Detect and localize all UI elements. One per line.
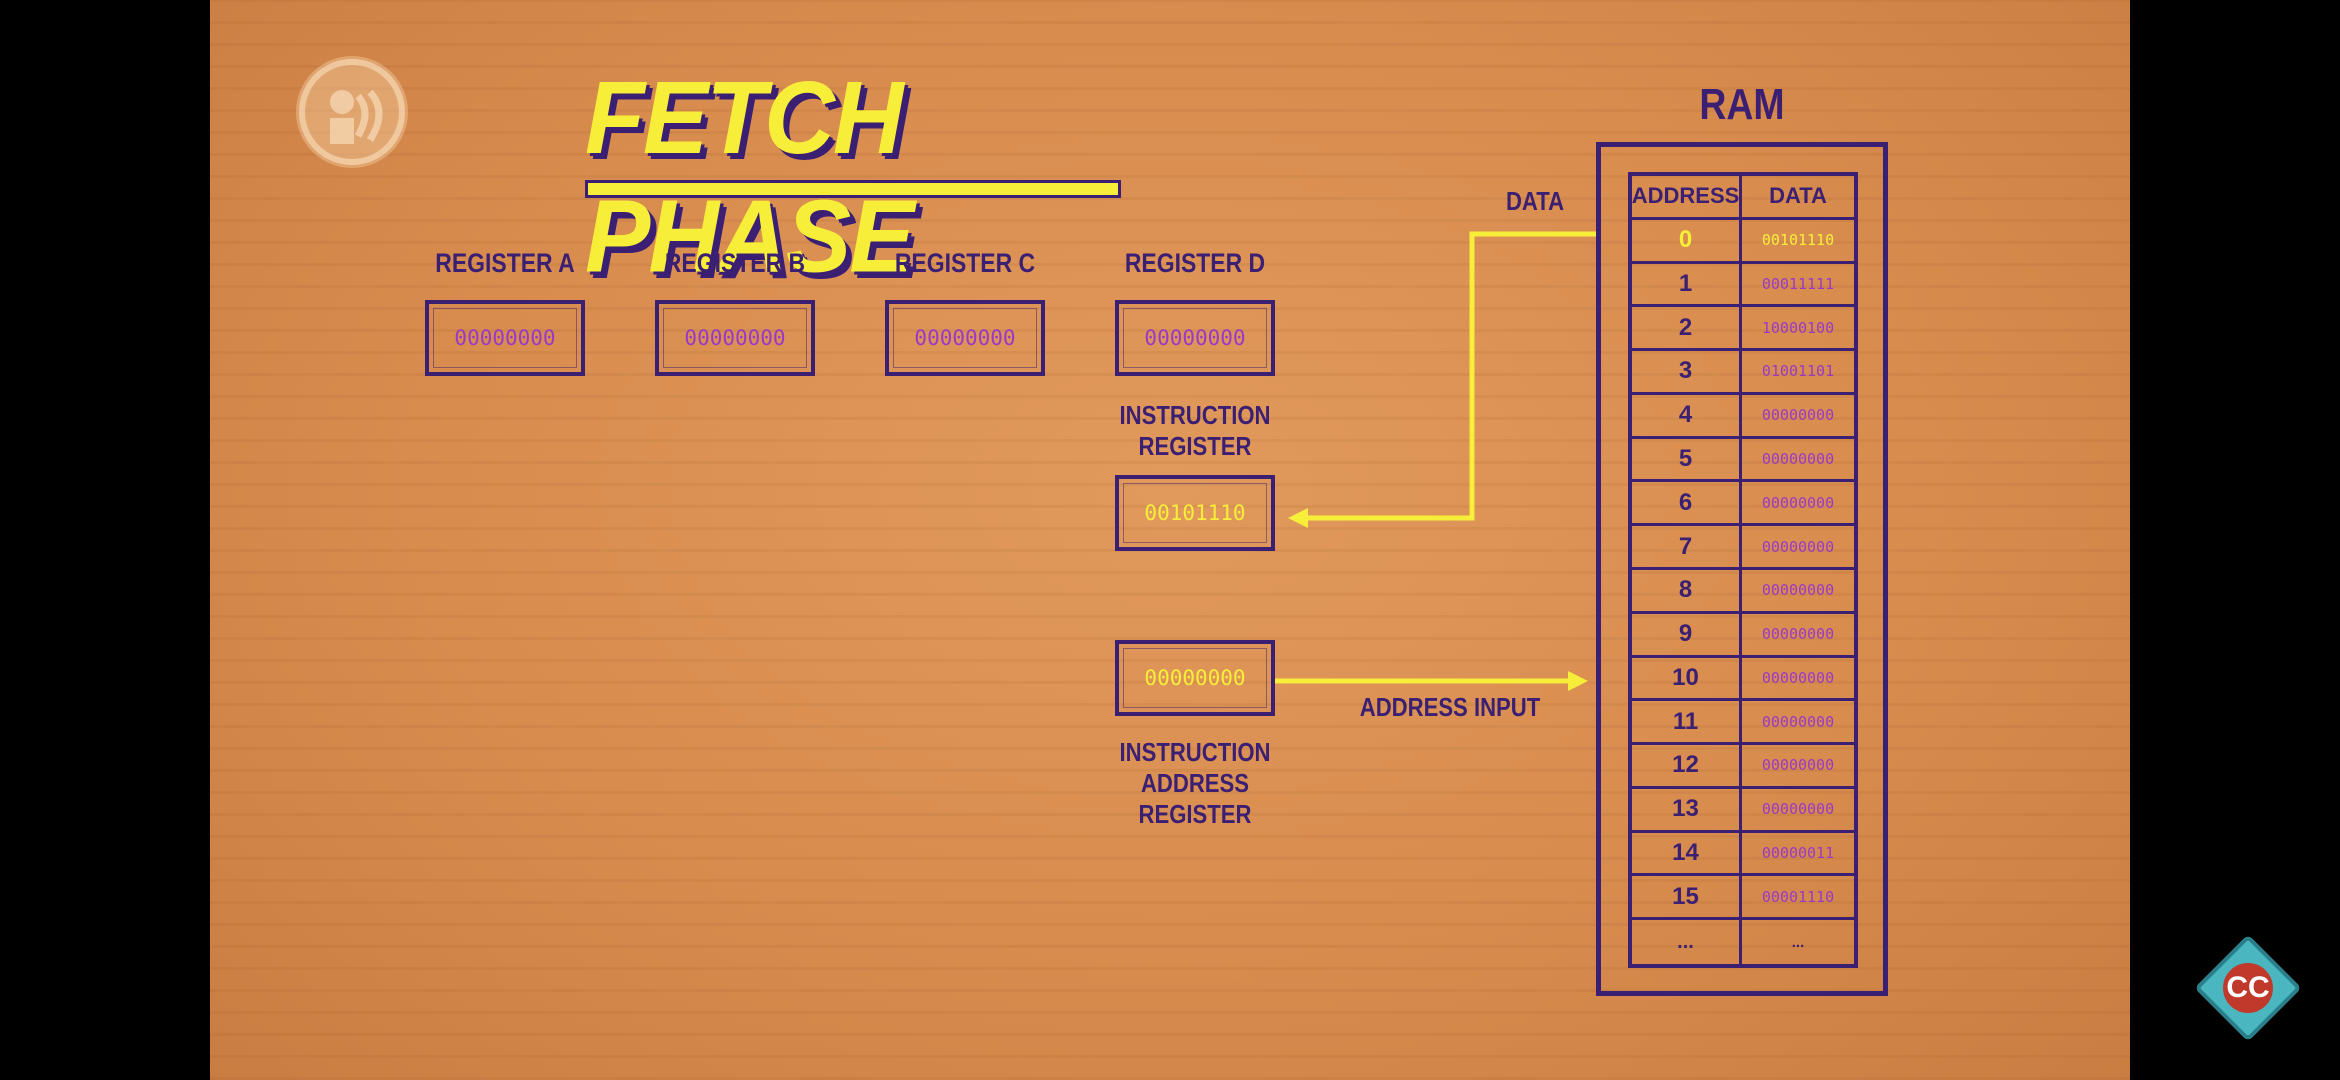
ram-data-cell: 01001101	[1742, 351, 1854, 395]
ram-data-cell: 00000000	[1742, 658, 1854, 702]
ram-data-cell: 10000100	[1742, 307, 1854, 352]
ram-data-cell: 00000000	[1742, 482, 1854, 527]
ram-data-cell: 00000000	[1742, 701, 1854, 746]
instruction-register-label: INSTRUCTION REGISTER	[1110, 400, 1280, 462]
instruction-address-register-label-line2: ADDRESS REGISTER	[1138, 768, 1252, 829]
ram-address-cell: 13	[1632, 788, 1742, 833]
ram-address-cell: 5	[1632, 438, 1742, 483]
ram-outer-frame	[1596, 142, 1888, 996]
ram-address-cell: ...	[1632, 920, 1742, 964]
data-bus-label: DATA	[1505, 186, 1565, 216]
instruction-address-register-label-line1: INSTRUCTION	[1119, 737, 1271, 767]
instruction-address-register-label: INSTRUCTION ADDRESS REGISTER	[1093, 737, 1297, 830]
ram-data-cell: 00000000	[1742, 526, 1854, 570]
address-arrow-head	[1568, 671, 1588, 691]
data-flow-arrows	[1275, 231, 1596, 691]
ram-address-cell: 2	[1632, 307, 1742, 352]
title-underline	[585, 180, 1121, 198]
register-a-label: REGISTER A	[435, 248, 575, 278]
instruction-register-label-line1: INSTRUCTION	[1119, 400, 1271, 430]
instruction-address-register-box: 00000000	[1115, 640, 1275, 716]
ram-address-cell: 10	[1632, 657, 1742, 702]
ram-data-cell: 00000000	[1742, 395, 1854, 439]
ram-data-cell: 00101110	[1742, 220, 1854, 264]
ram-address-cell: 4	[1632, 394, 1742, 439]
ram-data-cell: 00000011	[1742, 833, 1854, 877]
ram-data-cell: 00001110	[1742, 876, 1854, 921]
ram-data-cell: 00000000	[1742, 439, 1854, 483]
pbs-logo-icon	[296, 56, 408, 168]
data-arrow-line	[1302, 231, 1596, 521]
ram-address-cell: 0	[1632, 219, 1742, 264]
ram-address-cell: 11	[1632, 701, 1742, 746]
register-c-box: 00000000	[885, 300, 1045, 376]
ram-data-cell: ...	[1791, 933, 1805, 951]
ram-header-address: ADDRESS	[1632, 176, 1742, 220]
ram-address-cell: 1	[1632, 263, 1742, 308]
ram-address-cell: 3	[1632, 351, 1742, 395]
data-arrow-head	[1288, 508, 1308, 528]
ram-data-cell: 00000000	[1742, 745, 1854, 789]
ram-address-cell: 12	[1632, 745, 1742, 789]
address-input-label: ADDRESS INPUT	[1359, 692, 1541, 722]
ram-address-cell: 8	[1632, 570, 1742, 614]
ram-address-cell: 9	[1632, 613, 1742, 658]
crash-course-logo-text: CC	[2223, 963, 2273, 1013]
video-frame[interactable]: FETCH PHASE REGISTER A 00000000 REGISTER…	[210, 0, 2130, 1080]
register-d-box: 00000000	[1115, 300, 1275, 376]
register-c-label: REGISTER C	[894, 248, 1036, 278]
ram-data-cell: 00000000	[1742, 614, 1854, 658]
register-d-label: REGISTER D	[1124, 248, 1266, 278]
ram-address-cell: 15	[1632, 876, 1742, 921]
ram-header-data: DATA	[1742, 176, 1854, 220]
register-b-box: 00000000	[655, 300, 815, 376]
ram-title: RAM	[1699, 80, 1785, 129]
ram-data-cell: 00000000	[1742, 789, 1854, 833]
ram-address-cell: 6	[1632, 482, 1742, 527]
register-b-label: REGISTER B	[664, 248, 806, 278]
ram-address-cell: 14	[1632, 832, 1742, 877]
ram-data-cell: 00011111	[1742, 264, 1854, 308]
instruction-register-box: 00101110	[1115, 475, 1275, 551]
instruction-register-label-line2: REGISTER	[1138, 431, 1252, 461]
ram-data-cell: 00000000	[1742, 570, 1854, 614]
ram-address-cell: 7	[1632, 526, 1742, 570]
register-a-box: 00000000	[425, 300, 585, 376]
